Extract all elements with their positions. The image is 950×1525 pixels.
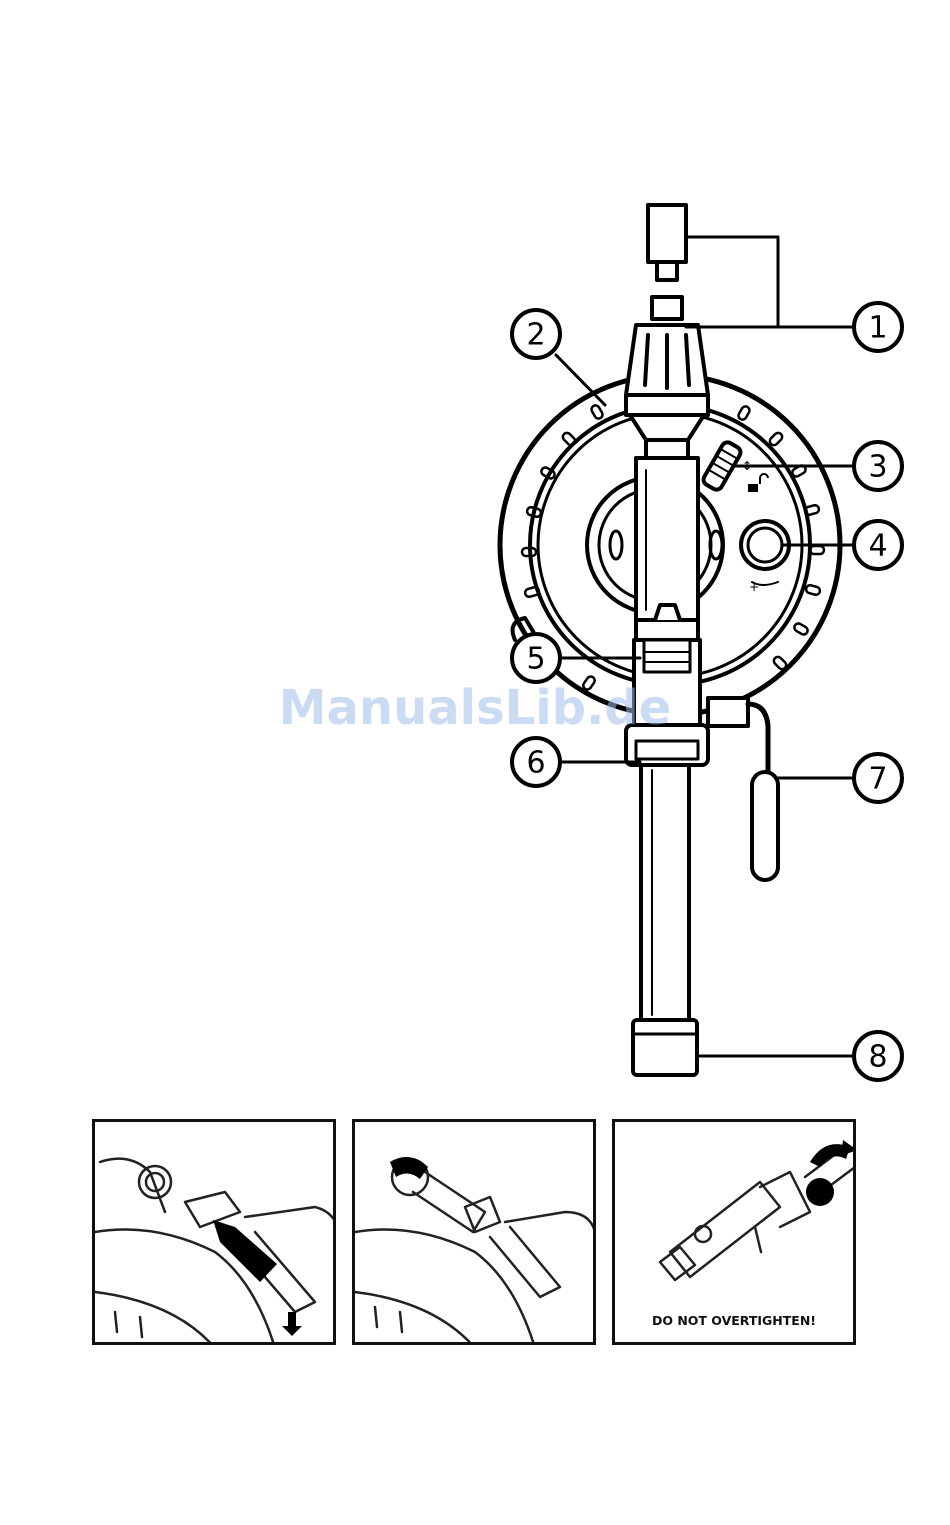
svg-text:↕: ↕ bbox=[742, 459, 752, 473]
suction-tube bbox=[633, 765, 697, 1075]
callout-3: 3 bbox=[868, 450, 887, 485]
lock-open-icon: ↕ + bbox=[742, 459, 768, 594]
crank-handle bbox=[708, 698, 778, 880]
top-adapter bbox=[648, 205, 686, 319]
down-arrow-icon bbox=[282, 1312, 302, 1336]
step-panel-2 bbox=[352, 1119, 596, 1345]
callout-8: 8 bbox=[868, 1040, 887, 1075]
tighten-arrow-icon bbox=[390, 1157, 428, 1179]
callout-1: 1 bbox=[868, 311, 887, 346]
pump-housing bbox=[636, 458, 698, 640]
callout-4: 4 bbox=[868, 529, 887, 564]
callout-2: 2 bbox=[526, 318, 545, 353]
callout-7: 7 bbox=[868, 762, 887, 797]
leader-lines bbox=[556, 237, 855, 1056]
step-panel-1 bbox=[92, 1119, 336, 1345]
callout-5: 5 bbox=[526, 642, 545, 677]
svg-text:+: + bbox=[749, 580, 759, 594]
rotate-arrow-icon bbox=[810, 1140, 856, 1167]
step-panel-3: DO NOT OVERTIGHTEN! bbox=[612, 1119, 856, 1345]
union-nut bbox=[626, 325, 708, 458]
pump-diagram: ↕ + 1 2 3 4 5 6 7 8 bbox=[0, 0, 950, 1100]
push-arrow-icon bbox=[213, 1220, 277, 1282]
adjust-knob bbox=[741, 521, 789, 585]
callout-6: 6 bbox=[526, 746, 545, 781]
overtighten-warning: DO NOT OVERTIGHTEN! bbox=[615, 1313, 853, 1328]
